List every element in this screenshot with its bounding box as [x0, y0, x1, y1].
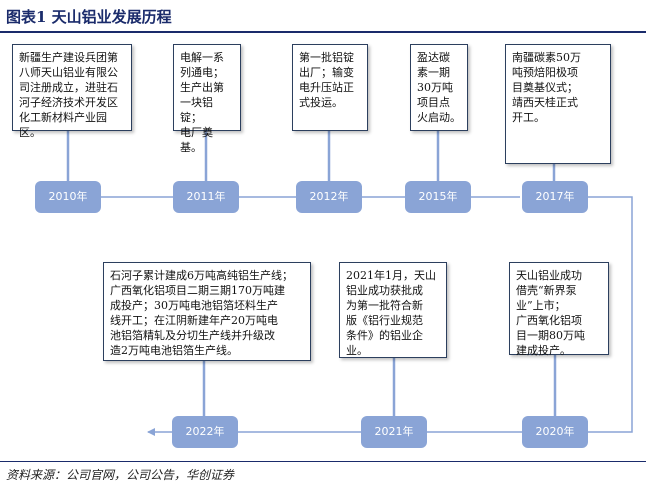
- year-node-2010: 2010年: [35, 181, 101, 213]
- source-rule: [0, 461, 646, 462]
- event-card-2020: 天山铝业成功 借壳“新界泵 业”上市； 广西氧化铝项 目一期80万吨 建成投产。: [509, 262, 609, 357]
- title-rule: [0, 31, 646, 33]
- year-node-2017: 2017年: [522, 181, 588, 213]
- year-node-2011: 2011年: [173, 181, 239, 213]
- event-card-2015: 盈达碳 素一期 30万吨 项目点 火启动。: [410, 44, 468, 131]
- source-note: 资料来源：公司官网，公司公告，华创证券: [6, 468, 235, 482]
- year-node-2012: 2012年: [296, 181, 362, 213]
- figure-title: 图表1 天山铝业发展历程: [6, 8, 172, 26]
- event-card-2021: 2021年1月，天山 铝业成功获批成 为第一批符合新 版《铝行业规范 条件》的铝…: [339, 262, 447, 358]
- event-card-2010: 新疆生产建设兵团第 八师天山铝业有限公 司注册成立，进驻石 河子经济技术开发区 …: [12, 44, 132, 139]
- event-card-2011: 电解一系 列通电； 生产出第 一块铝锭； 电厂奠基。: [173, 44, 241, 154]
- year-node-2021: 2021年: [361, 416, 427, 448]
- year-node-2022: 2022年: [172, 416, 238, 448]
- event-card-2017: 南疆碳素50万 吨预焙阳极项 目奠基仪式； 靖西天桂正式 开工。: [505, 44, 611, 164]
- year-node-2015: 2015年: [405, 181, 471, 213]
- flow-line-turn: [588, 196, 633, 433]
- event-card-2012: 第一批铝锭 出厂；输变 电升压站正 式投运。: [292, 44, 368, 131]
- event-card-2022: 石河子累计建成6万吨高纯铝生产线； 广西氧化铝项目二期三期170万吨建 成投产；…: [103, 262, 311, 361]
- year-node-2020: 2020年: [522, 416, 588, 448]
